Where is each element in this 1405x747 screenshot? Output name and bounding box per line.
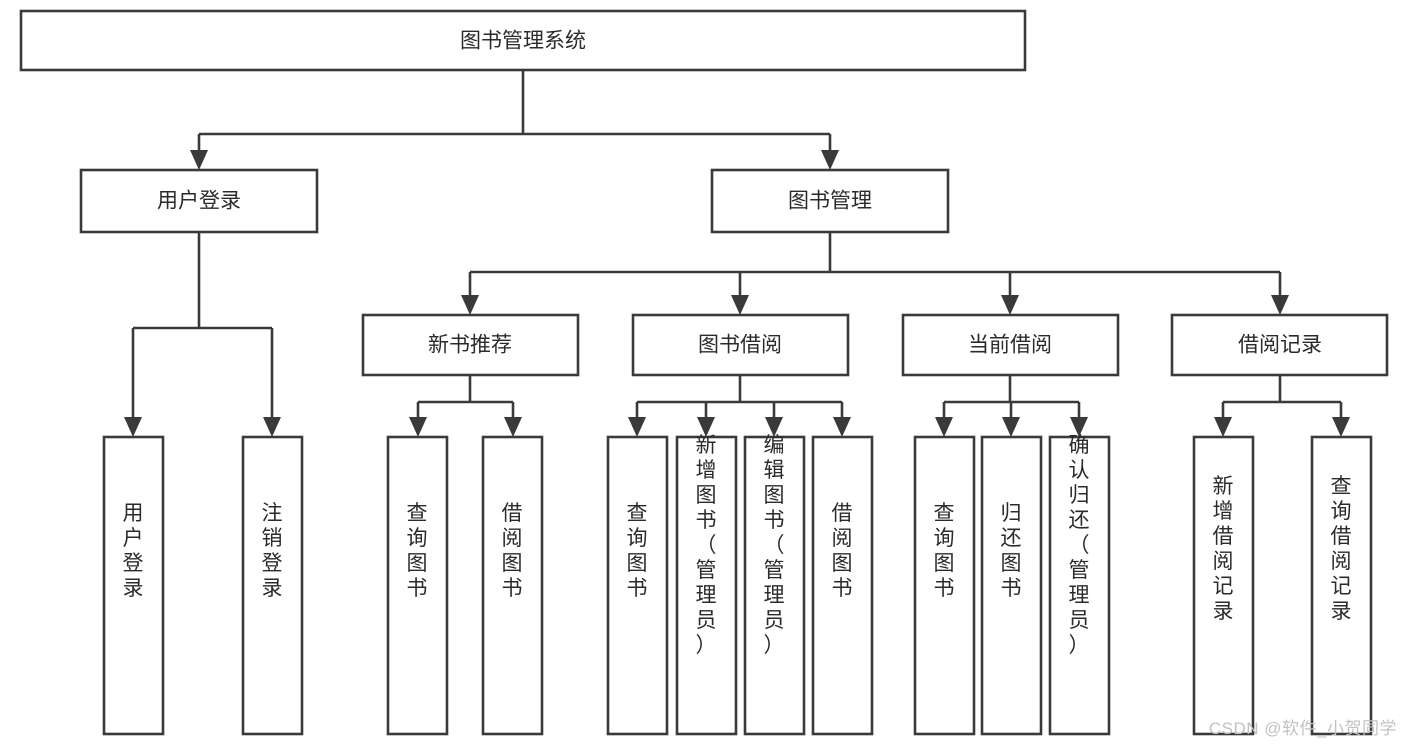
node-leaf-borrow-book-1-box[interactable]	[481, 435, 544, 736]
node-leaf-user-login-label: 用户登录	[123, 502, 144, 600]
arrow-head-user-login	[190, 150, 208, 170]
node-leaf-edit-book-box[interactable]	[743, 435, 806, 736]
node-leaf-borrow-book-1-label: 借阅图书	[502, 502, 523, 600]
arrow-head-leaf-user-login	[124, 417, 142, 437]
node-current-borrow-box[interactable]	[901, 313, 1120, 377]
node-leaf-query-book-2[interactable]: 查询图书	[606, 435, 669, 736]
node-leaf-query-book-3[interactable]: 查询图书	[913, 435, 976, 736]
node-leaf-return-book-box[interactable]	[980, 435, 1043, 736]
node-user-login-label: 用户登录	[157, 190, 241, 213]
arrow-head-new-book-recommend	[461, 295, 479, 315]
node-new-book-recommend-box[interactable]	[361, 313, 580, 377]
node-leaf-user-login-box[interactable]	[102, 435, 165, 736]
node-current-borrow[interactable]: 当前借阅	[901, 313, 1120, 377]
arrow-head-leaf-query-book-3	[935, 417, 953, 437]
node-new-book-recommend[interactable]: 新书推荐	[361, 313, 580, 377]
node-book-borrow[interactable]: 图书借阅	[631, 313, 850, 377]
node-leaf-return-book-label: 归还图书	[1001, 502, 1022, 600]
node-leaf-confirm-return-label: 确认归还（管理员）	[1069, 434, 1090, 657]
arrow-head-book-borrow	[731, 295, 749, 315]
node-leaf-borrow-book-2-label: 借阅图书	[832, 502, 853, 600]
node-leaf-query-book-3-box[interactable]	[913, 435, 976, 736]
node-leaf-query-book-2-box[interactable]	[606, 435, 669, 736]
node-leaf-logout-login[interactable]: 注销登录	[241, 435, 304, 736]
node-user-login-box[interactable]	[79, 168, 319, 234]
node-book-management-box[interactable]	[710, 168, 950, 234]
arrow-head-leaf-query-book-2	[628, 417, 646, 437]
node-borrow-record[interactable]: 借阅记录	[1170, 313, 1389, 377]
node-leaf-query-record-label: 查询借阅记录	[1331, 475, 1352, 623]
node-leaf-confirm-return[interactable]: 确认归还（管理员）	[1048, 434, 1111, 736]
node-borrow-record-label: 借阅记录	[1238, 334, 1322, 357]
node-borrow-record-box[interactable]	[1170, 313, 1389, 377]
node-root-system-box[interactable]	[19, 9, 1027, 72]
node-leaf-borrow-book-1[interactable]: 借阅图书	[481, 435, 544, 736]
node-new-book-recommend-label: 新书推荐	[428, 334, 512, 357]
arrow-head-leaf-confirm-return	[1070, 417, 1088, 437]
node-leaf-confirm-return-box[interactable]	[1048, 435, 1111, 736]
arrow-head-current-borrow	[1001, 295, 1019, 315]
node-leaf-logout-login-box[interactable]	[241, 435, 304, 736]
node-leaf-borrow-book-2[interactable]: 借阅图书	[811, 435, 874, 736]
node-leaf-user-login[interactable]: 用户登录	[102, 435, 165, 736]
node-book-borrow-label: 图书借阅	[698, 334, 782, 357]
node-leaf-add-record-box[interactable]	[1192, 435, 1255, 736]
node-book-borrow-box[interactable]	[631, 313, 850, 377]
node-user-login[interactable]: 用户登录	[79, 168, 319, 234]
arrow-head-leaf-add-record	[1214, 417, 1232, 437]
node-leaf-query-book-1-label: 查询图书	[407, 502, 428, 600]
node-leaf-query-book-3-label: 查询图书	[934, 502, 955, 600]
node-leaf-add-book-label: 新增图书（管理员）	[696, 434, 717, 657]
node-leaf-add-book-box[interactable]	[675, 435, 738, 736]
arrow-head-leaf-return-book	[1002, 417, 1020, 437]
arrow-head-leaf-add-book	[697, 417, 715, 437]
node-leaf-add-record[interactable]: 新增借阅记录	[1192, 435, 1255, 736]
node-leaf-query-book-1-box[interactable]	[386, 435, 449, 736]
node-leaf-edit-book-label: 编辑图书（管理员）	[764, 434, 785, 657]
node-root-system[interactable]: 图书管理系统	[19, 9, 1027, 72]
arrow-head-leaf-edit-book	[765, 417, 783, 437]
node-book-management-label: 图书管理	[788, 190, 872, 213]
node-leaf-query-record[interactable]: 查询借阅记录	[1310, 435, 1373, 736]
node-root-system-label: 图书管理系统	[460, 30, 586, 53]
node-leaf-add-record-label: 新增借阅记录	[1213, 475, 1234, 623]
arrow-head-leaf-borrow-book-1	[504, 417, 522, 437]
connector-layer	[124, 70, 1350, 437]
arrow-head-leaf-query-book-1	[409, 417, 427, 437]
node-leaf-query-book-2-label: 查询图书	[627, 502, 648, 600]
node-book-management[interactable]: 图书管理	[710, 168, 950, 234]
node-leaf-edit-book[interactable]: 编辑图书（管理员）	[743, 434, 806, 736]
node-current-borrow-label: 当前借阅	[968, 334, 1052, 357]
arrow-head-book-management	[821, 150, 839, 170]
node-leaf-logout-login-label: 注销登录	[262, 502, 283, 600]
arrow-head-leaf-query-record	[1332, 417, 1350, 437]
arrow-head-borrow-record	[1271, 295, 1289, 315]
node-leaf-borrow-book-2-box[interactable]	[811, 435, 874, 736]
node-leaf-add-book[interactable]: 新增图书（管理员）	[675, 434, 738, 736]
node-leaf-return-book[interactable]: 归还图书	[980, 435, 1043, 736]
node-leaf-query-record-box[interactable]	[1310, 435, 1373, 736]
arrow-head-leaf-logout-login	[263, 417, 281, 437]
arrow-head-leaf-borrow-book-2	[833, 417, 851, 437]
node-leaf-query-book-1[interactable]: 查询图书	[386, 435, 449, 736]
